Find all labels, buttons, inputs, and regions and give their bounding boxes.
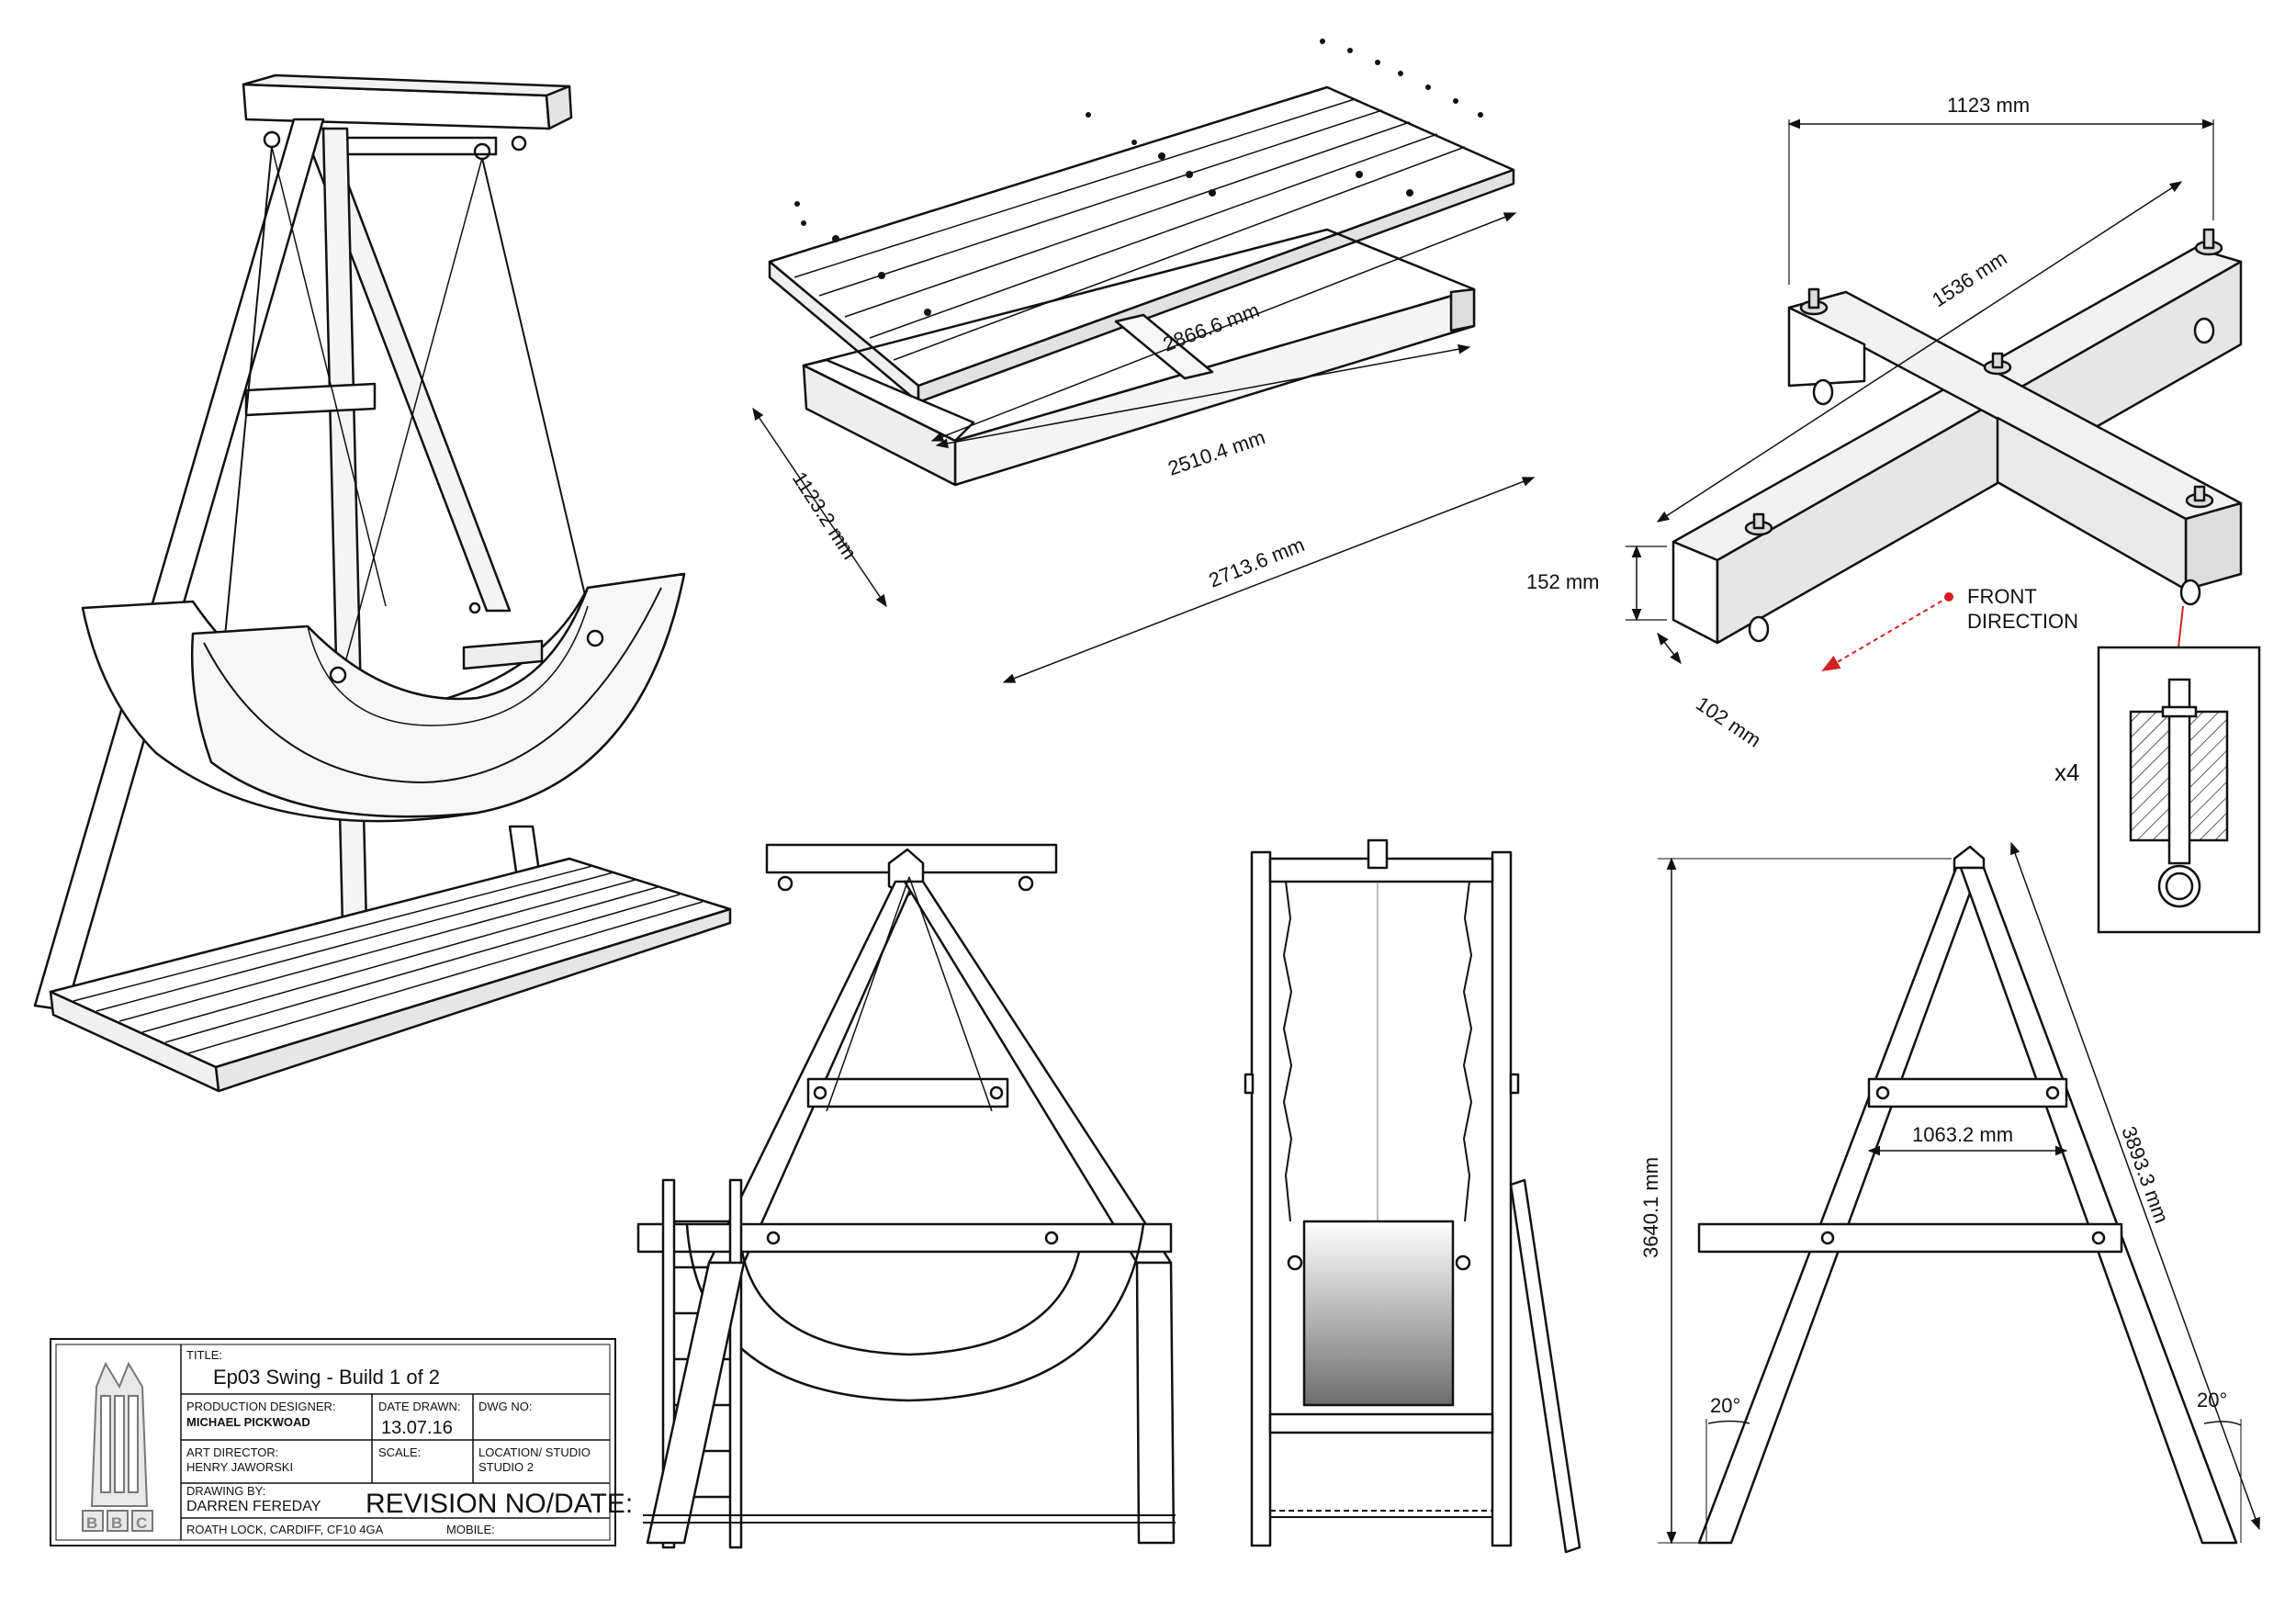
dim-foot-length: 1536 mm: [1928, 246, 2011, 311]
art-director-value: HENRY JAWORSKI: [186, 1460, 293, 1474]
title-block: [50, 1338, 616, 1546]
rope-right: [481, 157, 596, 639]
a-frame-leg-right: [1959, 866, 2238, 1545]
dim-deck-frame-inner-length: 2510.4 mm: [1165, 425, 1267, 479]
designer-value: MICHAEL PICKWOAD: [186, 1415, 310, 1429]
address: ROATH LOCK, CARDIFF, CF10 4GA: [186, 1523, 384, 1536]
deck-screws: [794, 39, 1483, 316]
front-direction-label-line2: DIRECTION: [1967, 610, 2078, 633]
dim-leg-length: 3893.3 mm: [2117, 1123, 2173, 1226]
logo-letter-b2: B: [111, 1514, 122, 1532]
dim-overall-height: 3640.1 mm: [1639, 1157, 1662, 1258]
mobile-label: MOBILE:: [446, 1523, 495, 1536]
chain-left: [1283, 881, 1292, 1222]
dim-leg-angle-left: 20°: [1710, 1394, 1740, 1417]
eye-bolt-detail-box: [2097, 646, 2261, 934]
drawn-by-label: DRAWING BY:: [186, 1484, 265, 1498]
side-seat: [1302, 1220, 1455, 1407]
side-post-right: [1491, 850, 1513, 1547]
dim-deck-frame-outer-length: 2713.6 mm: [1206, 533, 1308, 591]
a-frame-crossbar: [244, 382, 377, 417]
cradle-bolt-right: [586, 629, 604, 647]
a-frame-front-leg-left: [33, 118, 325, 1012]
cradle-bolt-left: [329, 666, 347, 684]
side-leaning-board: [1509, 1178, 1581, 1554]
cradle-seat-front: [190, 572, 686, 818]
front-direction-label-line1: FRONT: [1967, 585, 2037, 608]
dim-foot-depth: 102 mm: [1692, 692, 1765, 751]
dim-foot-height: 152 mm: [1526, 570, 1599, 593]
side-elevation-view: [1244, 838, 1581, 1554]
date-value: 13.07.16: [381, 1418, 453, 1438]
quantity-label: x4: [2054, 759, 2079, 786]
a-frame-upper-crossbar: [1867, 1077, 2068, 1108]
dwg-label: DWG NO:: [478, 1400, 533, 1413]
date-label: DATE DRAWN:: [378, 1400, 461, 1413]
front-direction-arrow: [1821, 596, 1950, 672]
title-label: TITLE:: [186, 1348, 222, 1362]
rope-left: [219, 146, 273, 685]
revision-label: REVISION NO/DATE:: [366, 1489, 633, 1519]
front-elevation-view: [636, 843, 1176, 1549]
dim-foot-width: 1123 mm: [1947, 94, 2030, 117]
front-leg-right: [903, 880, 1173, 1265]
bbc-doctor-who-logo: [82, 1361, 153, 1532]
logo-letter-b1: B: [86, 1514, 97, 1532]
dim-leg-angle-right: 20°: [2197, 1389, 2227, 1411]
a-frame-elevation-view: [1658, 841, 2260, 1545]
isometric-swing-view: [33, 73, 732, 1093]
art-director-label: ART DIRECTOR:: [186, 1445, 278, 1459]
logo-letter-c: C: [136, 1514, 147, 1532]
dim-deck-frame-width: 1123.2 mm: [788, 467, 861, 564]
designer-label: PRODUCTION DESIGNER:: [186, 1400, 336, 1413]
side-post-left: [1250, 850, 1272, 1547]
a-frame-leg-left: [1697, 866, 1981, 1545]
front-upper-crossbar: [806, 1077, 1009, 1108]
scale-label: SCALE:: [378, 1445, 421, 1459]
drawn-by-value: DARREN FEREDAY: [186, 1499, 321, 1514]
location-label: LOCATION/ STUDIO: [478, 1445, 591, 1459]
dim-crossbar-width: 1063.2 mm: [1912, 1123, 2013, 1146]
exploded-deck-view: [752, 39, 1536, 683]
chain-right: [1463, 881, 1472, 1222]
a-frame-lower-crossbar: [1697, 1222, 2123, 1254]
location-value: STUDIO 2: [478, 1460, 534, 1474]
hang-ring-left: [263, 130, 281, 149]
title-value: Ep03 Swing - Build 1 of 2: [213, 1366, 440, 1389]
front-lower-crossbar: [636, 1222, 1173, 1254]
foot-long-beam-end: [1671, 540, 1719, 645]
foot-assembly-view: [1626, 118, 2243, 672]
